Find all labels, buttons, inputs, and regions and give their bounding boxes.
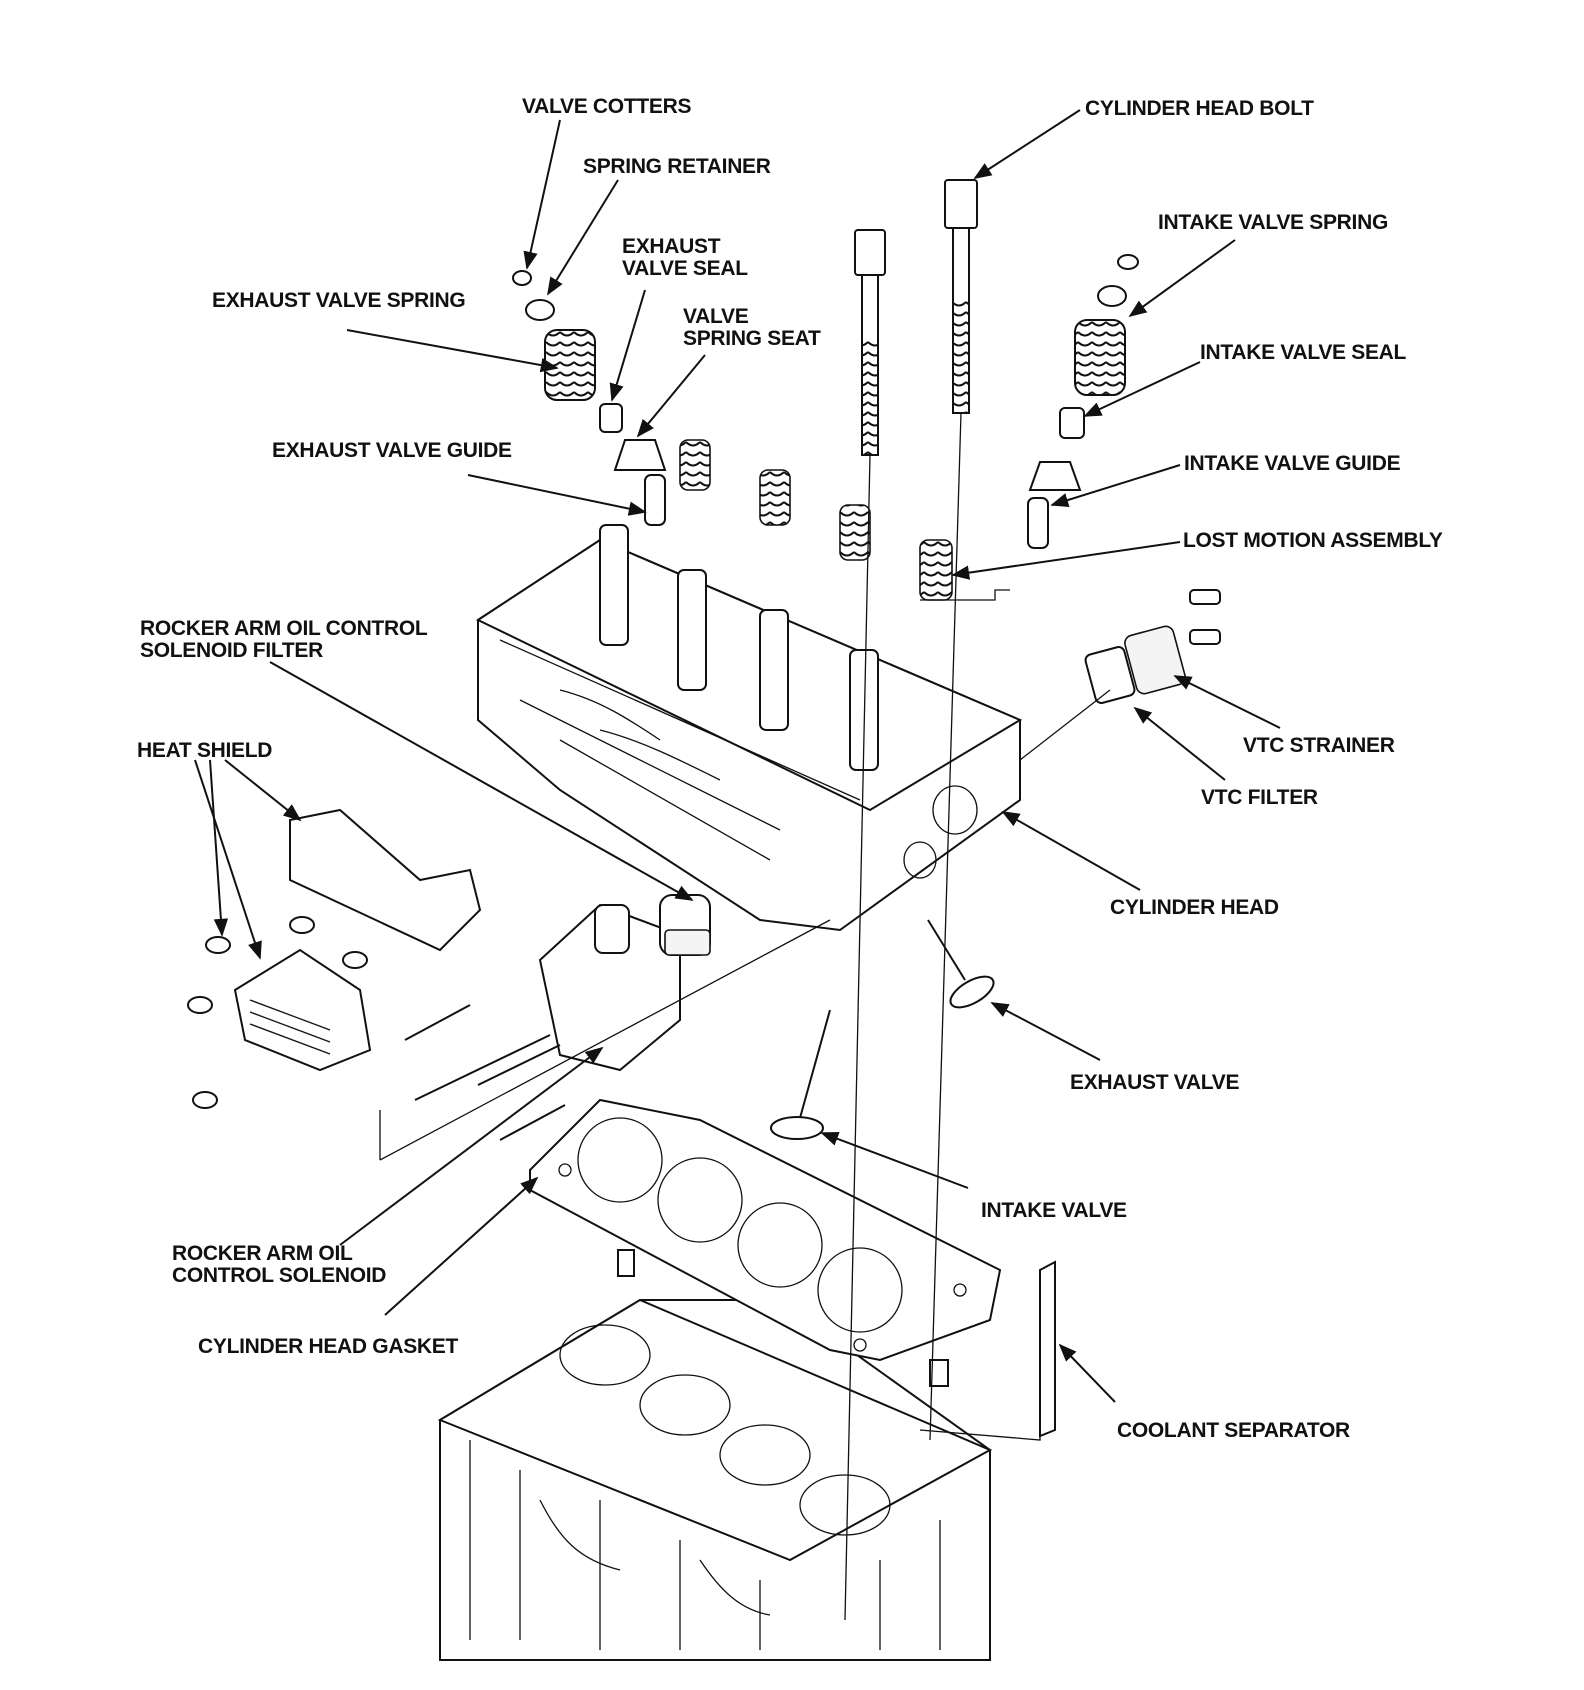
- exhaust-valve-parts: [512, 270, 871, 561]
- label-rocker-arm-solenoid: ROCKER ARM OIL CONTROL SOLENOID: [172, 1243, 386, 1287]
- label-vtc-filter: VTC FILTER: [1201, 786, 1318, 809]
- label-rocker-arm-solenoid-line1: ROCKER ARM OIL: [172, 1242, 353, 1265]
- exhaust-valve-part: [927, 919, 995, 1009]
- label-exhaust-valve-spring: EXHAUST VALVE SPRING: [212, 289, 466, 312]
- head-bolt: [854, 229, 886, 456]
- label-coolant-separator: COOLANT SEPARATOR: [1117, 1419, 1350, 1442]
- intake-valve-part: [770, 1009, 831, 1140]
- intake-valve-parts: [919, 254, 1139, 601]
- cylinder-head-part: [475, 524, 1023, 932]
- label-vtc-strainer: VTC STRAINER: [1243, 734, 1395, 757]
- head-bolt: [944, 179, 978, 414]
- dowel-pin: [617, 1249, 635, 1277]
- label-rocker-arm-filter: ROCKER ARM OIL CONTROL SOLENOID FILTER: [140, 617, 428, 662]
- label-rocker-arm-filter-line2: SOLENOID FILTER: [140, 639, 323, 662]
- coolant-separator-part: [1039, 1260, 1056, 1438]
- label-intake-valve-seal: INTAKE VALVE SEAL: [1200, 341, 1407, 364]
- label-exhaust-valve-seal: EXHAUST VALVE SEAL: [622, 236, 748, 280]
- rocker-solenoid-part: [404, 894, 711, 1141]
- label-cylinder-head-gasket: CYLINDER HEAD GASKET: [198, 1335, 459, 1358]
- label-valve-cotters: VALVE COTTERS: [522, 95, 692, 118]
- dowel-pin: [929, 1359, 949, 1387]
- label-valve-spring-seat-line1: VALVE: [683, 305, 749, 328]
- label-cylinder-head: CYLINDER HEAD: [1110, 896, 1279, 919]
- engine-block: [437, 1298, 993, 1661]
- label-exhaust-valve-guide: EXHAUST VALVE GUIDE: [272, 439, 512, 462]
- label-exhaust-valve: EXHAUST VALVE: [1070, 1071, 1240, 1094]
- label-heat-shield: HEAT SHIELD: [137, 739, 273, 762]
- label-lost-motion-assembly: LOST MOTION ASSEMBLY: [1183, 529, 1443, 552]
- label-valve-spring-seat-line2: SPRING SEAT: [683, 327, 821, 350]
- label-exhaust-valve-seal-line2: VALVE SEAL: [622, 257, 748, 280]
- label-spring-retainer: SPRING RETAINER: [583, 155, 771, 178]
- vtc-parts: [1084, 589, 1221, 704]
- heat-shield-part: [187, 808, 482, 1109]
- cylinder-head-gasket: [529, 1098, 1002, 1362]
- label-intake-valve-spring: INTAKE VALVE SPRING: [1158, 211, 1388, 234]
- label-exhaust-valve-seal-line1: EXHAUST: [622, 235, 721, 258]
- alignment-lines: [379, 412, 1111, 1621]
- label-rocker-arm-solenoid-line2: CONTROL SOLENOID: [172, 1264, 387, 1287]
- label-rocker-arm-filter-line1: ROCKER ARM OIL CONTROL: [140, 617, 428, 640]
- label-intake-valve-guide: INTAKE VALVE GUIDE: [1184, 452, 1401, 475]
- label-intake-valve: INTAKE VALVE: [981, 1199, 1127, 1222]
- label-cylinder-head-bolt: CYLINDER HEAD BOLT: [1085, 97, 1314, 120]
- label-valve-spring-seat: VALVE SPRING SEAT: [683, 306, 821, 350]
- callout-arrows: [194, 109, 1281, 1403]
